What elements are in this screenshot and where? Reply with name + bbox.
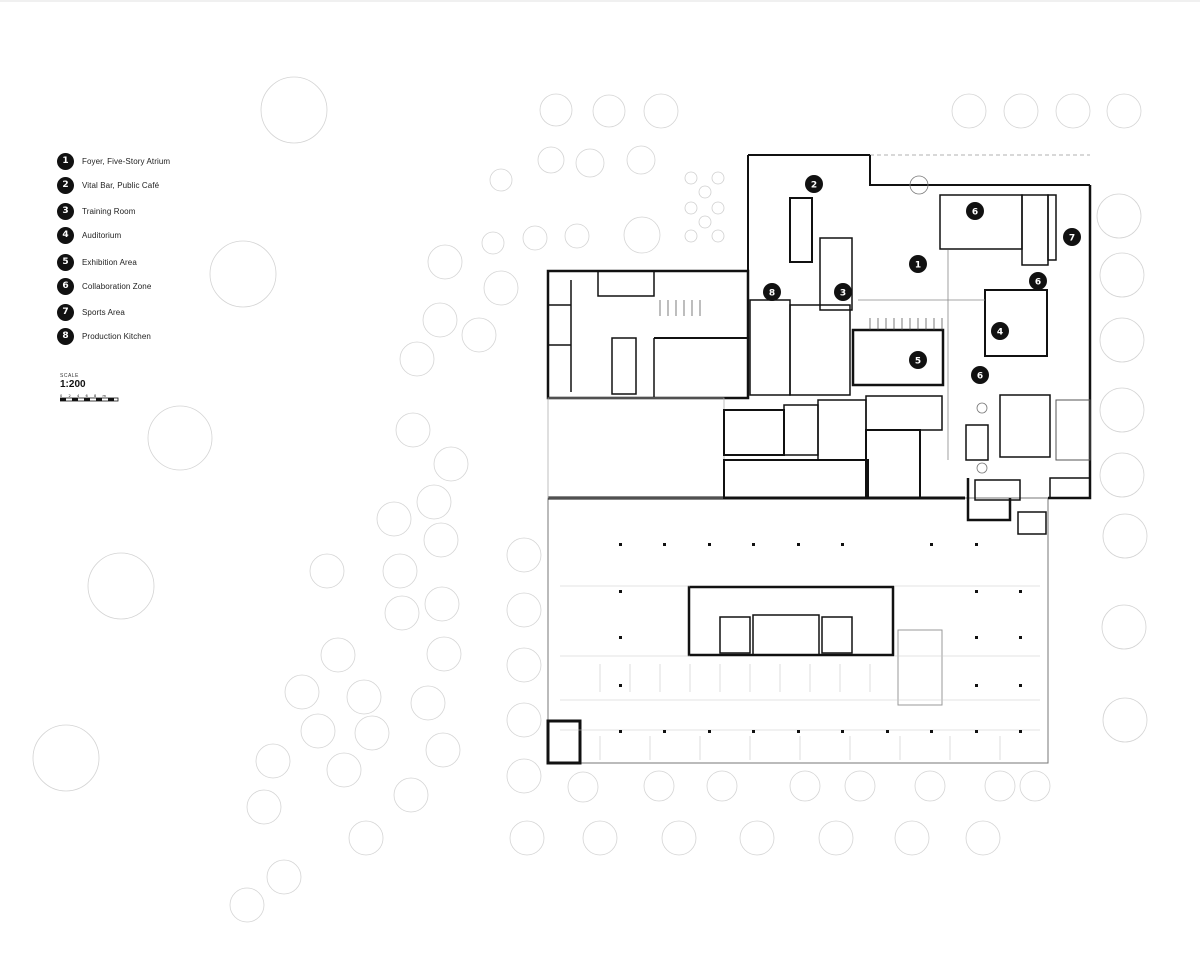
svg-text:1: 1 <box>915 261 921 271</box>
legend-item-7: 7 Sports Area <box>57 303 125 321</box>
legend-label: Training Room <box>82 206 136 216</box>
plan-marker-5: 5 <box>909 351 927 369</box>
legend-number: 8 <box>57 327 74 345</box>
legend-number: 6 <box>57 277 74 295</box>
legend-label: Foyer, Five-Story Atrium <box>82 156 171 166</box>
svg-text:6: 6 <box>1035 278 1041 288</box>
svg-text:6: 6 <box>977 372 983 382</box>
columns <box>619 543 1022 733</box>
plan-marker-2: 2 <box>805 175 823 193</box>
plan-markers: 1 2 3 4 5 6 6 6 7 8 <box>763 175 1081 384</box>
plan-marker-7: 7 <box>1063 228 1081 246</box>
scale-bar: 0 2 4 6 8 m <box>59 394 119 402</box>
legend-label: Exhibition Area <box>82 257 137 267</box>
landscape-trees <box>32 76 1148 923</box>
cafe-seating <box>684 171 725 243</box>
scale: SCALE 1:200 0 2 4 6 8 m <box>59 373 122 408</box>
legend-item-3: 3 Training Room <box>57 202 135 220</box>
legend-item-6: 6 Collaboration Zone <box>57 277 151 295</box>
west-wing <box>546 269 750 499</box>
legend-label: Sports Area <box>82 307 125 317</box>
plan-marker-6c: 6 <box>971 366 989 384</box>
stairs <box>659 300 943 330</box>
legend-item-8: 8 Production Kitchen <box>57 327 151 345</box>
svg-text:5: 5 <box>915 357 921 367</box>
plan-marker-4: 4 <box>991 322 1009 340</box>
svg-text:2: 2 <box>811 181 817 191</box>
legend-number: 3 <box>57 202 74 220</box>
svg-text:3: 3 <box>840 289 846 299</box>
plan-marker-6b: 6 <box>1029 272 1047 290</box>
svg-text:7: 7 <box>1069 234 1075 244</box>
main-building <box>723 154 1092 535</box>
legend-label: Collaboration Zone <box>82 281 152 291</box>
legend-label: Vital Bar, Public Café <box>82 180 160 190</box>
legend-number: 2 <box>57 176 74 194</box>
plan-marker-8: 8 <box>763 283 781 301</box>
legend-label: Auditorium <box>82 230 122 240</box>
svg-text:6: 6 <box>972 208 978 218</box>
legend-item-4: 4 Auditorium <box>57 226 121 244</box>
scale-caption: SCALE <box>60 373 79 379</box>
scale-ticks: 0 2 4 6 8 m <box>60 394 106 398</box>
svg-text:8: 8 <box>769 289 775 299</box>
legend-item-2: 2 Vital Bar, Public Café <box>57 176 159 194</box>
plan-marker-1: 1 <box>909 255 927 273</box>
legend-label: Production Kitchen <box>82 331 151 341</box>
legend-number: 5 <box>57 253 74 271</box>
plan-marker-3: 3 <box>834 283 852 301</box>
plan-marker-6a: 6 <box>966 202 984 220</box>
svg-text:4: 4 <box>997 328 1003 338</box>
parking-garage <box>546 496 1049 765</box>
legend-item-5: 5 Exhibition Area <box>57 253 137 271</box>
legend-number: 1 <box>57 152 74 170</box>
parking-grid <box>560 585 1040 760</box>
scale-value: 1:200 <box>60 379 86 390</box>
legend-number: 4 <box>57 226 74 244</box>
legend-number: 7 <box>57 303 74 321</box>
legend-item-1: 1 Foyer, Five-Story Atrium <box>57 152 170 170</box>
